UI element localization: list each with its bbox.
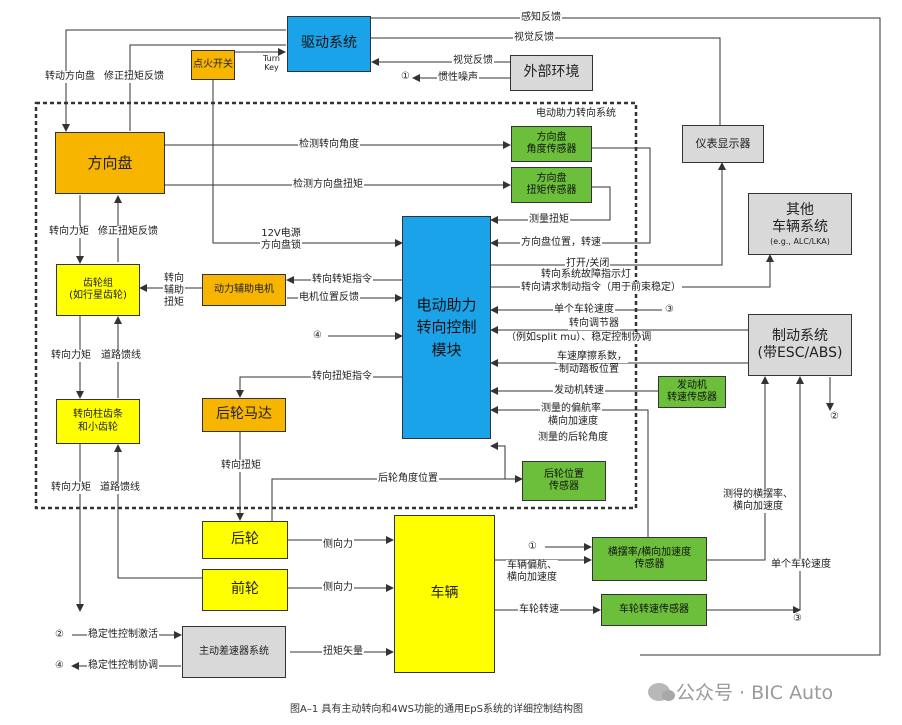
lateral-accel-label: 横向加速度 — [547, 416, 599, 428]
eps-system-frame — [34, 101, 638, 510]
wheel-speed-label: 车轮转速 — [518, 604, 560, 616]
steer-torque-cmd2-label: 转向扭矩指令 — [311, 371, 373, 383]
on-off-label: 打开/关闭 — [565, 258, 611, 270]
marker-3-bottom: ③ — [792, 613, 803, 625]
external-env-box: 外部环境 — [510, 55, 593, 91]
marker-1-bottom: ① — [527, 541, 538, 553]
assist-torque-label: 转向 辅助 扭矩 — [163, 273, 185, 309]
steer-torque2-label: 转向扭矩 — [220, 460, 262, 472]
inertia-noise-label: 惯性噪声 — [437, 72, 479, 84]
sense-feedback-label: 感知反馈 — [520, 12, 562, 24]
wheel-angle-sensor-box: 方向盘 角度传感器 — [511, 126, 592, 162]
engine-speed-sensor-box: 发动机 转速传感器 — [658, 376, 726, 408]
active-diff-box: 主动差速器系统 — [182, 626, 286, 678]
steer-regulator-label: 转向调节器 — [568, 318, 620, 330]
steer-force2-label: 转向力矩 — [50, 350, 92, 362]
correct-torque-feedback-label: 修正扭矩反馈 — [103, 71, 165, 83]
steer-torque-label: 转向力矩 — [48, 226, 90, 238]
rear-position-sensor-box: 后轮位置 传感器 — [522, 461, 606, 501]
visual-feedback-top-label: 视觉反馈 — [513, 32, 555, 44]
eps-frame-label: 电动助力转向系统 — [535, 108, 617, 120]
wheel-pos-speed-label: 方向盘位置，转速 — [520, 237, 602, 249]
ignition-switch-box: 点火开关 — [191, 50, 235, 80]
other-vehicle-systems-box: 其他 车辆系统 (e.g., ALC/LKA) — [748, 193, 852, 255]
wheel-speed-sensor-box: 车轮转速传感器 — [601, 594, 707, 626]
wechat-icon — [648, 682, 675, 701]
correct-torque-feedback2-label: 修正扭矩反馈 — [97, 226, 159, 238]
vehicle-yaw-label: 车辆偏航、 横向加速度 — [506, 560, 558, 584]
marker-3-top: ③ — [664, 304, 675, 316]
turn-wheel-label: 转动方向盘 — [44, 71, 96, 83]
measured-yaw-lat-label: 测得的横摆率、 横向加速度 — [722, 489, 794, 513]
power-assist-motor-box: 动力辅助电机 — [202, 274, 286, 306]
steer-force3-label: 转向力矩 — [50, 482, 92, 494]
marker-2-left: ② — [54, 629, 65, 641]
fault-light-label: 转向系统故障指示灯 — [540, 269, 632, 281]
other-vehicle-systems-note: (e.g., ALC/LKA) — [770, 236, 830, 246]
brake-pedal-pos-label: –制动踏板位置 — [553, 364, 620, 376]
stability-coord-label: 稳定性控制协调 — [87, 660, 159, 672]
steer-torque-cmd-label: 转向转矩指令 — [311, 274, 373, 286]
steer-assist-cmd-label: 转向请求制动指令（用于前束稳定） — [520, 282, 682, 294]
measured-torque-label: 测量扭矩 — [528, 214, 570, 226]
detect-angle-label: 检测转向角度 — [298, 139, 360, 151]
lateral-force2-label: 侧向力 — [322, 582, 354, 594]
front-wheel-box: 前轮 — [202, 569, 288, 611]
engine-speed-label: 发动机转速 — [553, 385, 605, 397]
drive-system-box: 驱动系统 — [287, 16, 371, 72]
power-lock-label: 12V电源 方向盘锁 — [260, 228, 302, 252]
rear-angle-pos-label: 后轮角度位置 — [377, 473, 439, 485]
gear-set-box: 齿轮组 (如行星齿轮) — [56, 264, 140, 316]
figure-caption: 图A–1 具有主动转向和4WS功能的通用EpS系统的详细控制结构图 — [290, 704, 583, 715]
other-vehicle-systems-label: 其他 车辆系统 — [772, 201, 828, 236]
split-mu-label: （例如split mu）、稳定控制协调 — [505, 332, 653, 344]
vehicle-box: 车辆 — [394, 515, 495, 673]
watermark-text: 公众号 · BIC Auto — [676, 682, 834, 704]
wheel-torque-sensor-box: 方向盘 扭矩传感器 — [511, 167, 592, 203]
marker-2-right: ② — [829, 411, 840, 423]
instrument-display-box: 仪表显示器 — [682, 125, 764, 163]
brake-system-box: 制动系统 (带ESC/ABS) — [748, 314, 852, 376]
road-feedback2-label: 道路馈线 — [99, 482, 141, 494]
marker-4-left: ④ — [54, 660, 65, 672]
rear-motor-box: 后轮马达 — [202, 398, 286, 432]
torque-vector-label: 扭矩矢量 — [322, 646, 364, 658]
yaw-lateral-sensor-box: 横摆率/横向加速度 传感器 — [592, 537, 707, 581]
lateral-force1-label: 侧向力 — [322, 539, 354, 551]
stability-activate-label: 稳定性控制激活 — [87, 629, 159, 641]
motor-pos-feedback-label: 电机位置反馈 — [298, 292, 360, 304]
visual-feedback-label: 视觉反馈 — [452, 55, 494, 67]
rear-wheel-box: 后轮 — [202, 521, 288, 559]
single-wheel-speed2-label: 单个车轮速度 — [770, 559, 832, 571]
marker-1-top: ① — [400, 71, 411, 83]
steering-wheel-box: 方向盘 — [55, 132, 165, 194]
friction-coeff-label: 车速摩擦系数， — [556, 351, 628, 363]
watermark: 公众号 · BIC Auto — [648, 678, 833, 705]
eps-control-module-box: 电动助力 转向控制 模块 — [402, 216, 491, 439]
measured-rear-angle-label: 测量的后轮角度 — [537, 432, 609, 444]
single-wheel-speed-label: 单个车轮速度 — [553, 304, 615, 316]
measured-yaw-label: 测量的偏航率 — [540, 403, 602, 415]
detect-torque-label: 检测方向盘扭矩 — [292, 179, 364, 191]
turn-key-label: Turn Key — [263, 54, 280, 72]
road-feedback-label: 道路馈线 — [100, 350, 142, 362]
rack-pinion-box: 转向柱齿条 和小齿轮 — [56, 399, 140, 444]
marker-4-top: ④ — [312, 330, 323, 342]
